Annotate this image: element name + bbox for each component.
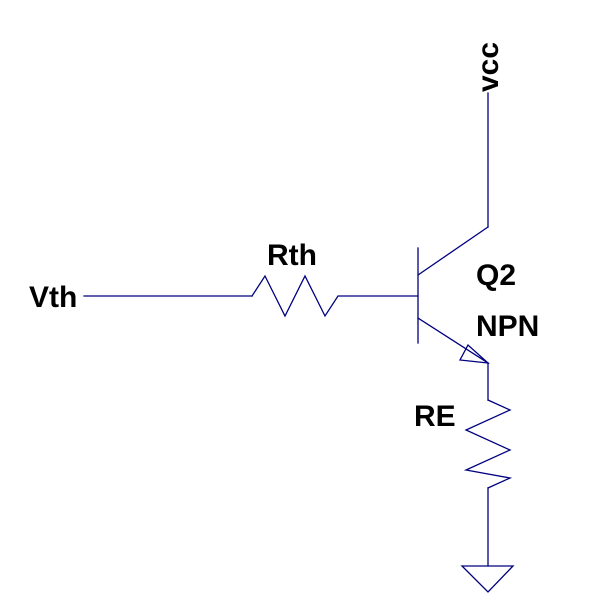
base-resistor[interactable]	[251, 274, 419, 318]
emitter-resistor[interactable]	[463, 399, 513, 489]
component-type-npn: NPN	[476, 310, 539, 343]
component-label-rth: Rth	[267, 239, 317, 272]
net-label-vcc: vcc	[472, 42, 505, 92]
npn-transistor[interactable]	[417, 226, 490, 364]
component-label-q2: Q2	[476, 259, 516, 292]
component-label-re: RE	[414, 400, 456, 433]
net-label-vth: Vth	[29, 281, 77, 314]
ground-icon	[460, 565, 515, 593]
